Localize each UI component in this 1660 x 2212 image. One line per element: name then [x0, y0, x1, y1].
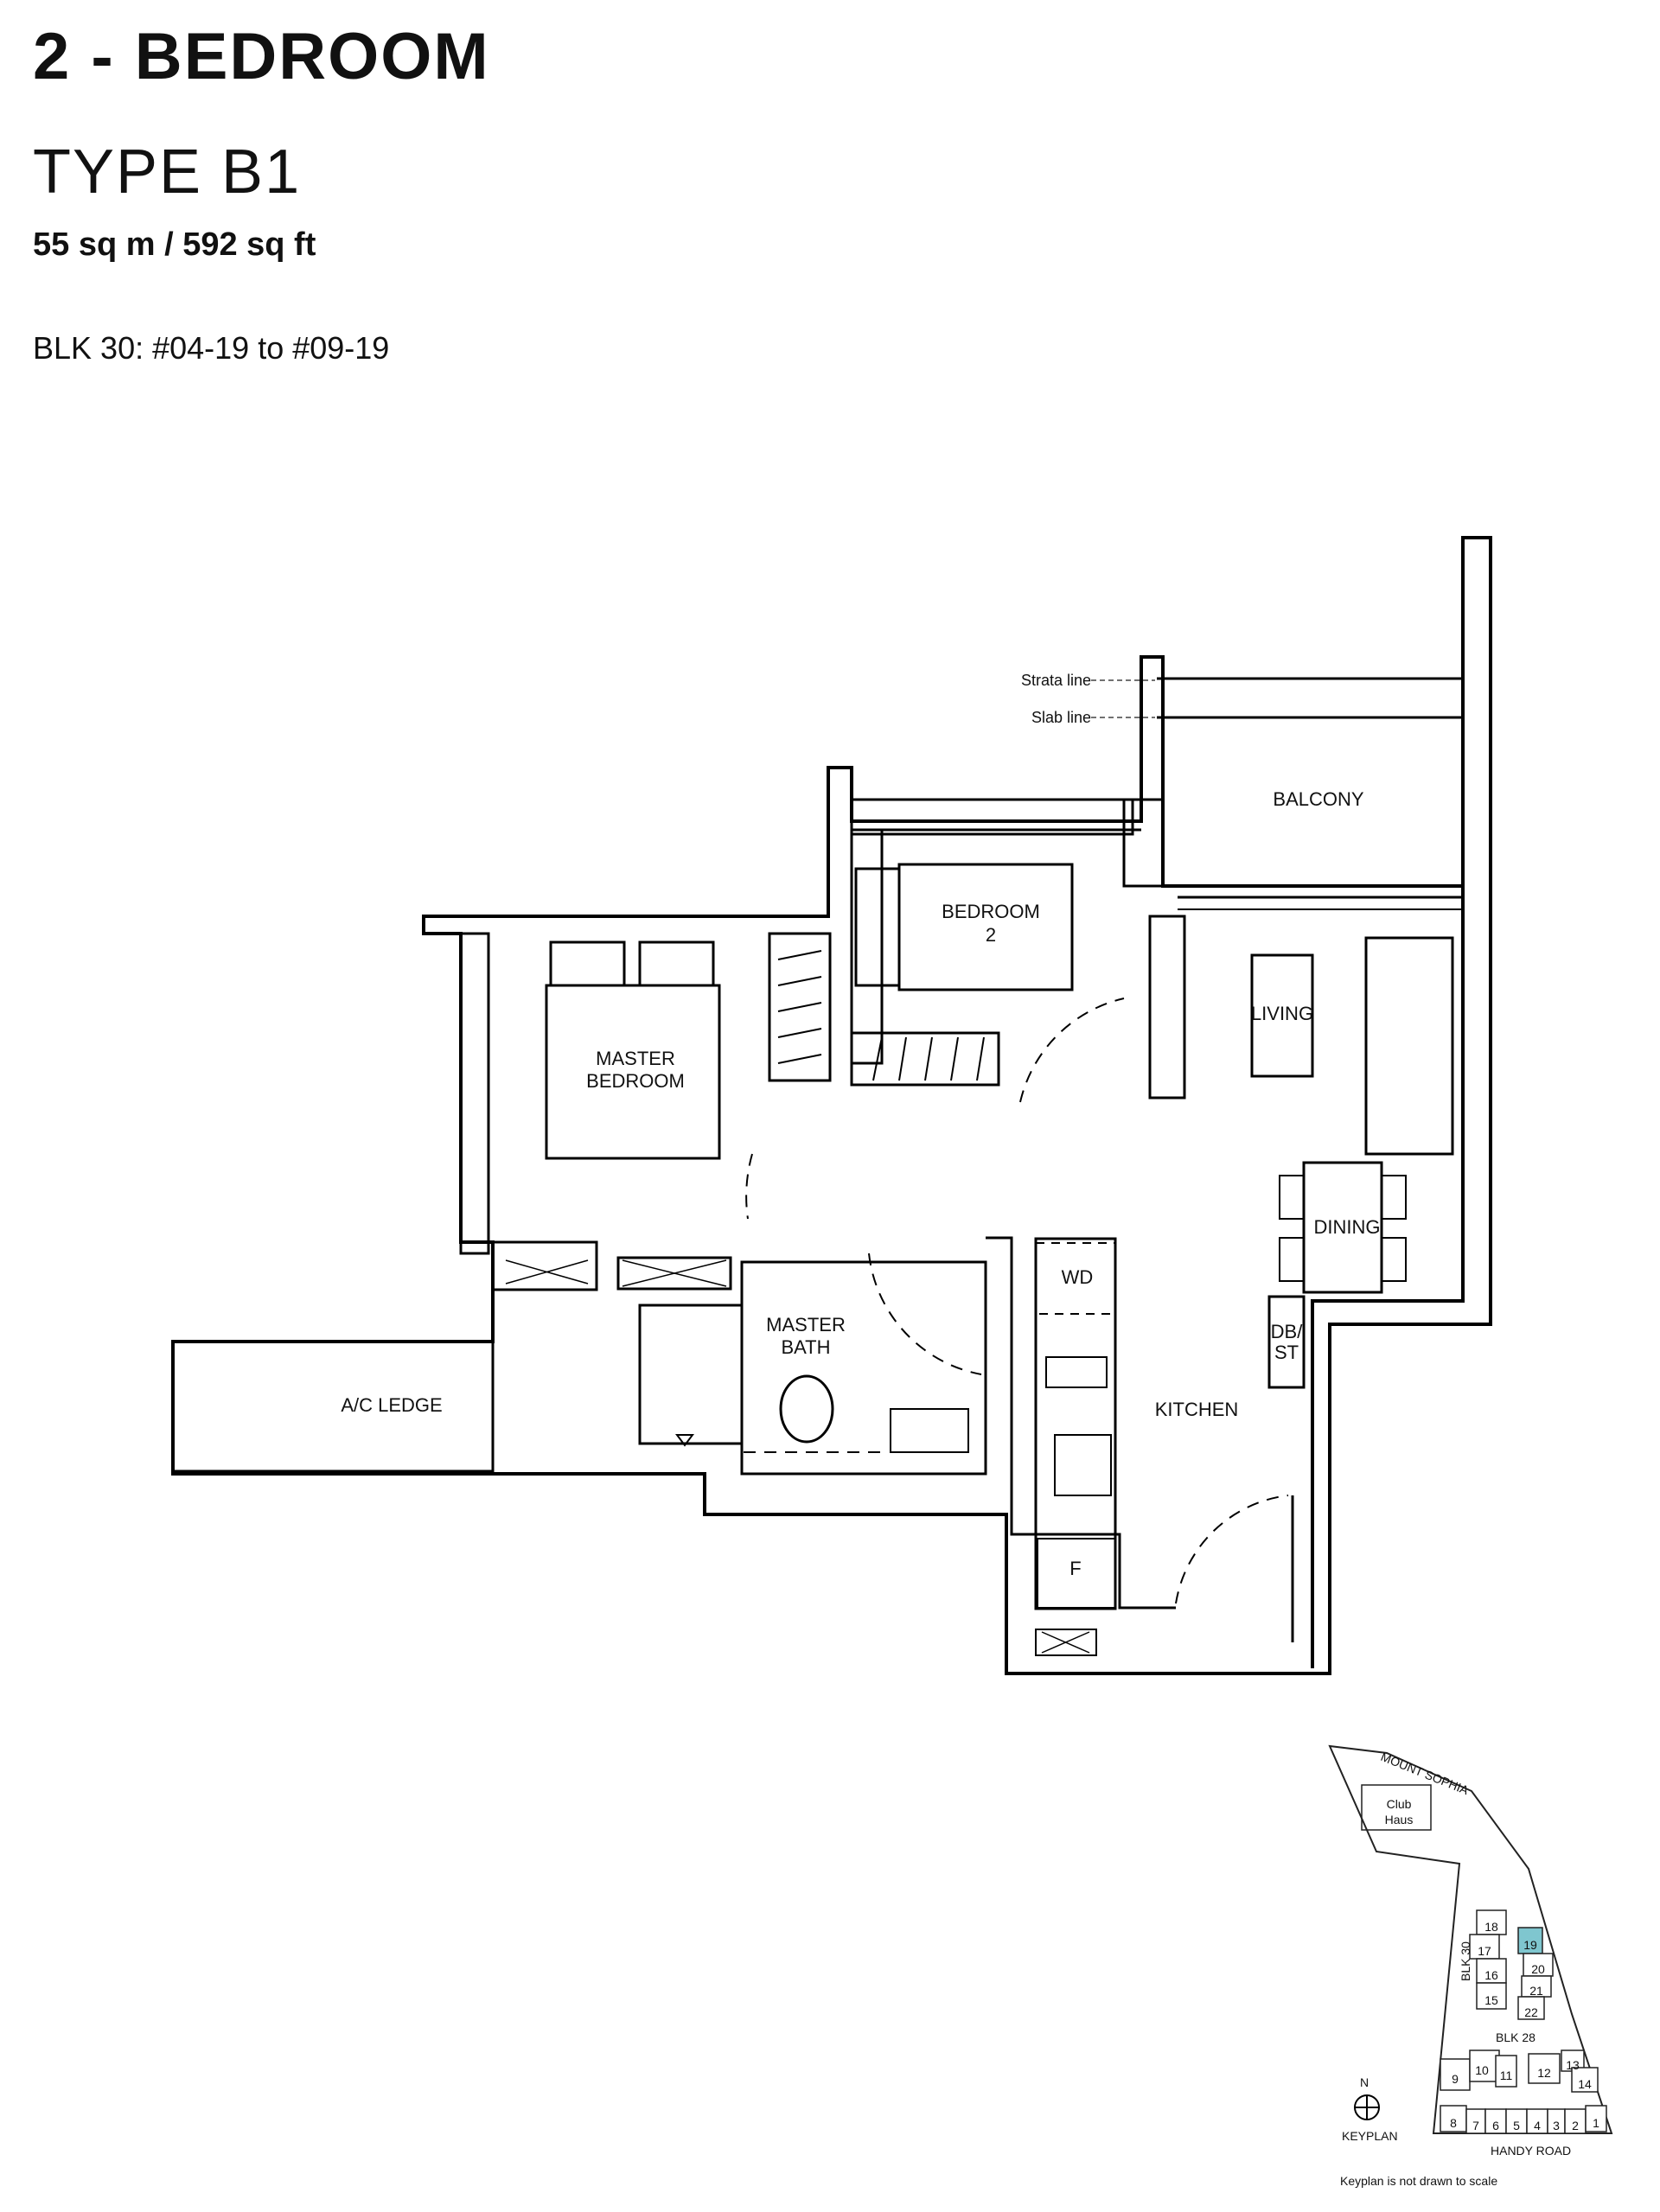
keyplan-block-13: 13 [1566, 2058, 1580, 2072]
keyplan-block-11: 11 [1500, 2069, 1513, 2082]
label-bedroom2-line1: BEDROOM [942, 901, 1040, 922]
keyplan-north: N [1360, 2075, 1369, 2089]
unit-type: TYPE B1 [33, 137, 302, 207]
unit-area: 55 sq m / 592 sq ft [33, 226, 316, 263]
keyplan-block-10: 10 [1475, 2063, 1489, 2077]
label-strata-line: Strata line [1021, 672, 1091, 689]
keyplan-block-21: 21 [1529, 1984, 1543, 1998]
keyplan-block-14: 14 [1578, 2077, 1592, 2091]
label-slab-line: Slab line [1031, 709, 1091, 726]
keyplan-block-4: 4 [1534, 2119, 1541, 2132]
right-wall-inner [1311, 886, 1465, 1668]
label-bath-line1: MASTER [766, 1314, 846, 1335]
keyplan-block-9: 9 [1452, 2072, 1459, 2086]
unit-numbers: BLK 30: #04-19 to #09-19 [33, 330, 390, 366]
label-ac-ledge: A/C LEDGE [341, 1394, 442, 1416]
keyplan-block-19: 19 [1523, 1938, 1537, 1952]
keyplan-block-18: 18 [1484, 1920, 1498, 1934]
label-fridge: F [1069, 1558, 1081, 1579]
keyplan: N MOUNT SOPHIA Club Haus BLK 30 BLK 28 H… [1328, 1744, 1613, 2188]
label-db-line2: ST [1274, 1342, 1299, 1363]
keyplan-blk30: BLK 30 [1459, 1941, 1472, 1981]
keyplan-club-line1: Club [1387, 1797, 1412, 1811]
keyplan-block-15: 15 [1484, 1993, 1498, 2007]
keyplan-label: KEYPLAN [1342, 2129, 1398, 2143]
label-bath-line2: BATH [781, 1336, 830, 1358]
label-kitchen: KITCHEN [1155, 1399, 1239, 1420]
label-living: LIVING [1251, 1003, 1313, 1024]
keyplan-block-8: 8 [1450, 2116, 1457, 2130]
keyplan-block-17: 17 [1478, 1944, 1491, 1958]
label-db-line1: DB/ [1271, 1321, 1304, 1342]
label-master-line1: MASTER [596, 1048, 675, 1069]
keyplan-block-3: 3 [1553, 2119, 1560, 2132]
keyplan-block-22: 22 [1524, 2005, 1538, 2019]
keyplan-block-5: 5 [1513, 2119, 1520, 2132]
keyplan-road-top: MOUNT SOPHIA [1379, 1750, 1472, 1797]
keyplan-block-20: 20 [1531, 1962, 1545, 1976]
keyplan-blk28: BLK 28 [1496, 2030, 1536, 2044]
label-bedroom2-line2: 2 [986, 924, 996, 946]
keyplan-block-2: 2 [1572, 2119, 1579, 2132]
page-title: 2 - BEDROOM [33, 20, 490, 93]
label-balcony: BALCONY [1273, 788, 1363, 810]
label-wd: WD [1062, 1266, 1094, 1288]
keyplan-block-1: 1 [1593, 2116, 1599, 2130]
label-master-line2: BEDROOM [586, 1070, 685, 1092]
keyplan-road-bottom: HANDY ROAD [1491, 2144, 1571, 2158]
keyplan-block-7: 7 [1472, 2119, 1479, 2132]
keyplan-note: Keyplan is not drawn to scale [1340, 2174, 1497, 2188]
keyplan-block-12: 12 [1537, 2066, 1551, 2080]
keyplan-block-16: 16 [1484, 1968, 1498, 1982]
keyplan-club-line2: Haus [1385, 1813, 1414, 1826]
label-dining: DINING [1314, 1216, 1381, 1238]
keyplan-block-6: 6 [1492, 2119, 1499, 2132]
